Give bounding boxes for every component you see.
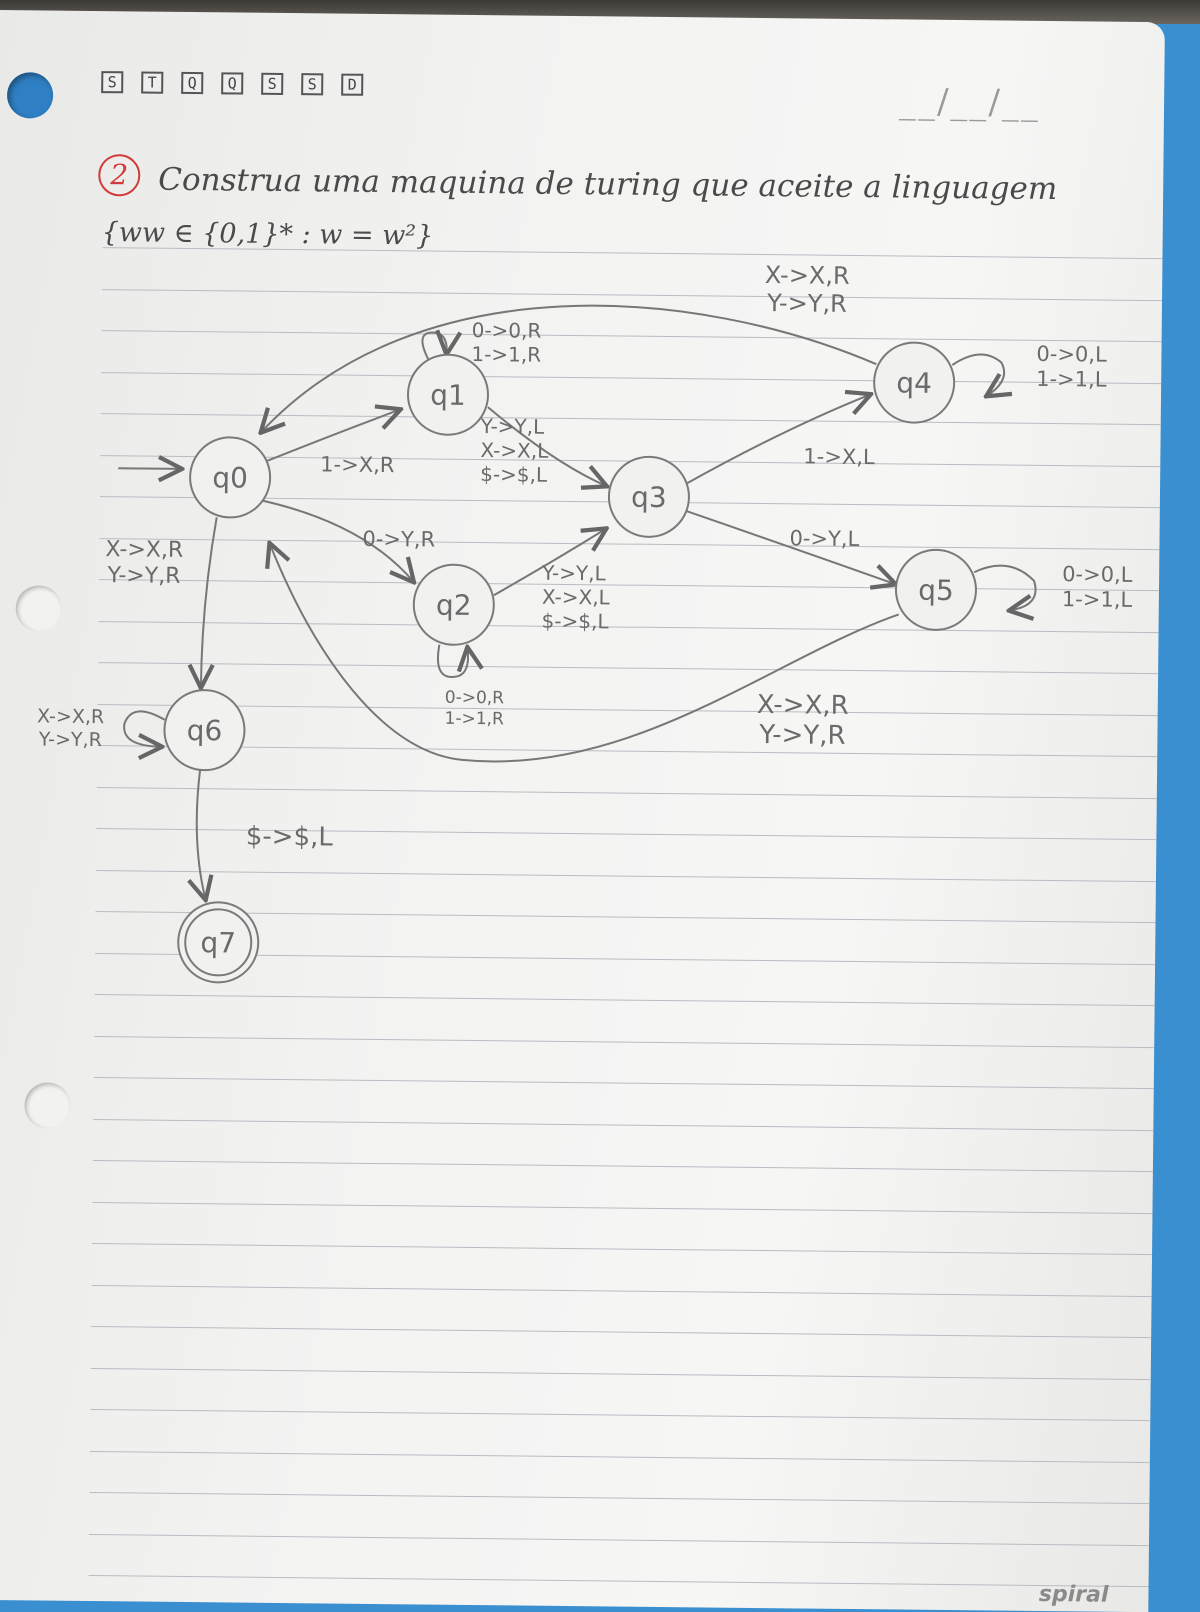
transition-label: Y->Y,R <box>758 720 845 751</box>
transition-arrow <box>686 510 897 584</box>
transition-label: $->$,L <box>542 609 610 634</box>
state-label: q7 <box>200 926 236 959</box>
state-label: q6 <box>186 714 222 747</box>
state-circle <box>894 548 977 631</box>
transition-label: 1->1,R <box>444 709 504 730</box>
transition-arrow <box>436 645 468 678</box>
transition-label: 1->1,L <box>1062 587 1133 612</box>
state-label: q2 <box>436 589 472 622</box>
transition-label: X->X,R <box>105 537 183 563</box>
turing-machine-diagram: 1->X,R0->Y,R0->0,R1->1,R0->0,R1->1,RY->Y… <box>37 261 1133 984</box>
state-label: q0 <box>212 461 248 494</box>
transition-arrow <box>123 710 166 747</box>
ruled-line <box>92 1160 1153 1173</box>
ruled-line <box>94 1035 1155 1048</box>
state-label: q4 <box>896 366 932 399</box>
transition-label: X->X,R <box>765 261 850 290</box>
accept-ring <box>184 908 253 977</box>
state-label: q3 <box>631 481 667 514</box>
state-circle <box>189 436 272 519</box>
ruled-line <box>93 1118 1154 1131</box>
state-circle <box>406 353 489 436</box>
transition-arrow <box>421 332 447 360</box>
transition-label: 0->Y,L <box>789 526 859 551</box>
transition-arrow <box>262 499 415 583</box>
start-arrow <box>118 468 182 469</box>
transition-arrow <box>973 564 1037 611</box>
transition-arrow <box>196 770 207 900</box>
state-label: q5 <box>918 574 954 607</box>
state-circle <box>163 689 246 772</box>
transition-arrow <box>493 527 607 597</box>
brand-logo: spiral <box>1038 1581 1109 1608</box>
transition-label: Y->Y,R <box>38 728 102 751</box>
transition-label: Y->Y,L <box>541 561 607 586</box>
ruled-line <box>89 1450 1150 1463</box>
transition-label: 0->0,L <box>1062 562 1133 587</box>
transition-label: 1->1,R <box>471 342 541 367</box>
transition-label: 1->1,L <box>1036 367 1107 392</box>
binder-hole <box>24 1082 71 1129</box>
transition-arrow <box>266 408 401 462</box>
notebook-page: S T Q Q S S D __/__/__ 2 Construa uma ma… <box>0 10 1165 1612</box>
transition-label: X->X,L <box>542 585 611 610</box>
ruled-line <box>92 1243 1153 1256</box>
transition-label: $->$,L <box>480 462 548 487</box>
ruled-line <box>90 1367 1151 1380</box>
ruled-line <box>92 1201 1153 1214</box>
transition-label: 0->0,R <box>472 318 542 343</box>
transition-arrow <box>951 353 1004 396</box>
transition-label: 0->Y,R <box>362 527 435 552</box>
transition-label: Y->Y,R <box>106 563 180 589</box>
ruled-line <box>89 1492 1150 1505</box>
transition-label: X->X,R <box>757 690 849 721</box>
transition-label: Y->Y,L <box>480 414 546 439</box>
ruled-line <box>89 1533 1149 1546</box>
state-circle <box>177 901 260 984</box>
ruled-line <box>88 1575 1149 1588</box>
transition-arrow <box>201 517 218 688</box>
state-circle <box>873 341 956 424</box>
transition-arrow <box>487 406 608 486</box>
transition-label: 0->0,R <box>445 688 505 709</box>
transition-arrow <box>261 304 877 439</box>
state-circle <box>607 455 690 538</box>
transition-label: 1->X,L <box>803 444 875 469</box>
ruled-line <box>93 1077 1154 1090</box>
transition-arrow <box>267 543 900 763</box>
ruled-line <box>90 1409 1151 1422</box>
transition-label: X->X,L <box>480 438 549 463</box>
transition-label: 0->0,L <box>1036 342 1107 367</box>
transition-arrow <box>686 392 871 485</box>
transition-label: 1->X,R <box>320 452 394 477</box>
transition-label: Y->Y,R <box>766 289 847 318</box>
state-label: q1 <box>430 379 466 412</box>
ruled-line <box>91 1284 1152 1297</box>
transition-label: $->$,L <box>246 822 334 853</box>
state-circle <box>412 563 495 646</box>
transition-label: X->X,R <box>37 705 104 728</box>
ruled-line <box>91 1326 1152 1339</box>
